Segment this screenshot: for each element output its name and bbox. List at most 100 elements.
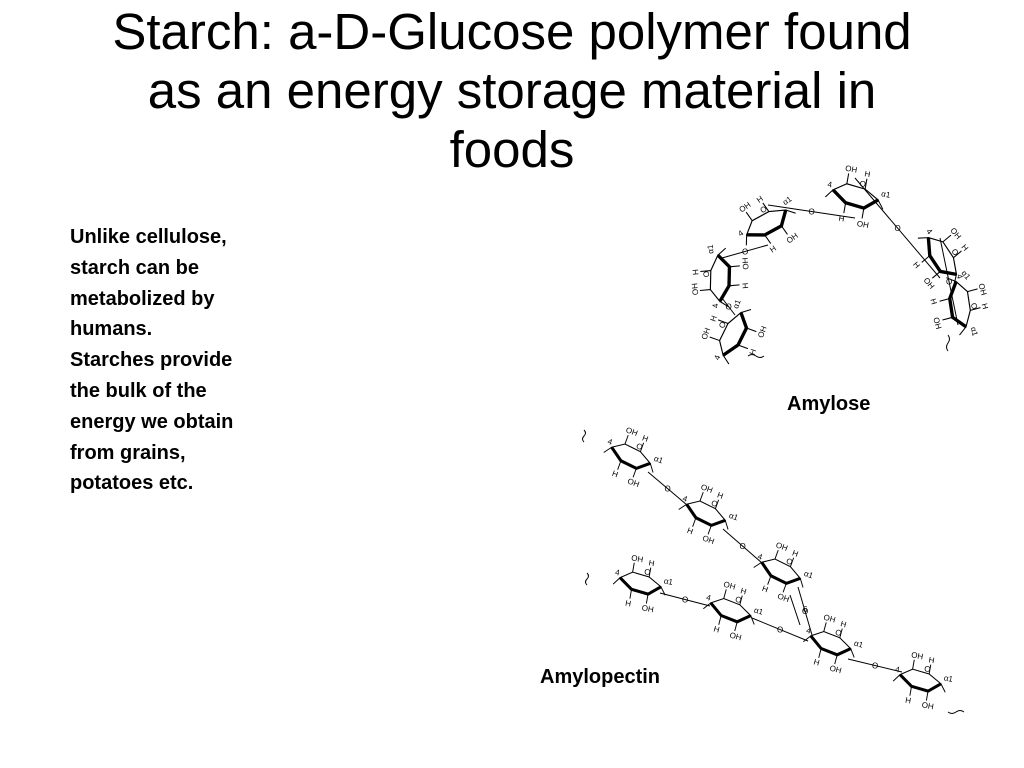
- atom-label-h: H: [813, 657, 821, 667]
- substituent-bond: [746, 327, 757, 333]
- atom-label-o: O: [758, 204, 768, 215]
- atom-label-oh: OH: [785, 231, 800, 245]
- atom-label-oh: OH: [922, 276, 937, 291]
- atom-label-oh: OH: [631, 553, 645, 564]
- substituent-bond: [603, 446, 612, 453]
- substituent-bond: [967, 288, 978, 293]
- ring-bond: [760, 558, 802, 584]
- atom-label-oh: OH: [948, 226, 963, 241]
- atom-label-oh: OH: [823, 613, 837, 625]
- substituent-bond: [740, 309, 752, 314]
- atom-label-4: 4: [736, 228, 745, 238]
- atom-label-oh: OH: [921, 700, 935, 711]
- substituent-bond: [942, 234, 952, 243]
- atom-label-o: O: [702, 271, 712, 278]
- atom-label-oh: OH: [737, 200, 752, 214]
- substituent-bond: [724, 520, 729, 530]
- glycosidic-bond: [647, 471, 688, 506]
- atom-label-alpha1: α1: [728, 511, 740, 523]
- atom-label-h: H: [611, 469, 620, 480]
- body-line: metabolized by: [70, 287, 215, 310]
- atom-label-h: H: [911, 260, 922, 270]
- ring-bond: [899, 668, 942, 692]
- ring-bond: [831, 183, 880, 209]
- substituent-bond: [942, 316, 953, 321]
- substituent-bond: [648, 567, 652, 578]
- substituent-bond: [782, 583, 787, 593]
- atom-label-o: O: [635, 441, 644, 452]
- atom-label-o: O: [777, 626, 783, 635]
- atom-label-oh: OH: [856, 219, 870, 230]
- atom-label-oh: OH: [775, 540, 790, 553]
- atom-label-o: O: [924, 664, 932, 674]
- atom-label-oh: OH: [911, 650, 925, 661]
- atom-label-alpha1: α1: [853, 639, 865, 650]
- atom-label-oh: OH: [741, 257, 751, 270]
- atom-label-oh: OH: [626, 477, 641, 490]
- glycosidic-bond: [939, 237, 959, 326]
- substituent-bond: [699, 289, 711, 291]
- substituent-bond: [649, 463, 654, 473]
- atom-label-alpha1: α1: [653, 454, 665, 466]
- substituent-bond: [940, 683, 946, 693]
- atom-label-o: O: [726, 303, 732, 312]
- substituent-bond: [629, 589, 632, 599]
- body-text: Unlike cellulose, starch can be metaboli…: [70, 222, 295, 499]
- body-line: potatoes etc.: [70, 472, 194, 495]
- atom-label-h: H: [960, 243, 971, 253]
- substituent-bond: [692, 517, 697, 527]
- atom-label-oh: OH: [641, 603, 655, 614]
- atom-label-h: H: [713, 624, 721, 634]
- atom-label-4: 4: [756, 552, 764, 562]
- atom-label-alpha1: α1: [969, 326, 980, 338]
- atom-label-4: 4: [924, 227, 934, 237]
- substituent-bond: [780, 225, 788, 235]
- atom-label-oh: OH: [700, 482, 715, 495]
- ring-bond: [927, 236, 958, 276]
- substituent-bond: [928, 664, 932, 675]
- atom-label-o: O: [969, 302, 979, 310]
- substituent-bond: [767, 575, 772, 585]
- atom-label-h: H: [648, 558, 655, 568]
- atom-label-4: 4: [955, 273, 965, 280]
- substituent-bond: [946, 277, 957, 283]
- substituent-bond: [703, 602, 712, 610]
- atom-label-4: 4: [894, 665, 900, 675]
- atom-label-alpha1: α1: [781, 194, 794, 207]
- atom-label-o: O: [742, 248, 748, 257]
- atom-label-oh: OH: [729, 631, 743, 643]
- substituent-bond: [714, 499, 720, 509]
- atom-label-alpha1: α1: [943, 673, 954, 684]
- substituent-bond: [717, 247, 727, 256]
- atom-label-oh: OH: [701, 534, 716, 547]
- body-line: from grains,: [70, 441, 186, 464]
- atom-label-alpha1: α1: [663, 576, 674, 587]
- substituent-bond: [877, 199, 884, 210]
- atom-label-h: H: [641, 433, 650, 444]
- substituent-bond: [864, 178, 868, 190]
- slide-title: Starch: a-D-Glucose polymer found as an …: [40, 2, 984, 179]
- substituent-bond: [843, 202, 847, 214]
- atom-label-o: O: [717, 320, 728, 329]
- atom-label-o: O: [895, 224, 901, 233]
- glycosidic-bond: [797, 586, 813, 636]
- atom-label-o: O: [710, 498, 719, 509]
- substituent-bond: [612, 577, 621, 585]
- substituent-bond: [728, 284, 740, 287]
- atom-label-4: 4: [705, 593, 712, 603]
- glycosidic-bond: [854, 177, 941, 279]
- atom-label-oh: OH: [931, 316, 943, 330]
- ring-bond: [610, 443, 652, 469]
- atom-label-h: H: [761, 584, 770, 595]
- glycosidic-bond: [721, 297, 736, 316]
- substituent-bond: [745, 234, 748, 246]
- substituent-bond: [953, 250, 962, 259]
- glycosidic-bond: [659, 592, 711, 607]
- atom-label-4: 4: [805, 626, 812, 636]
